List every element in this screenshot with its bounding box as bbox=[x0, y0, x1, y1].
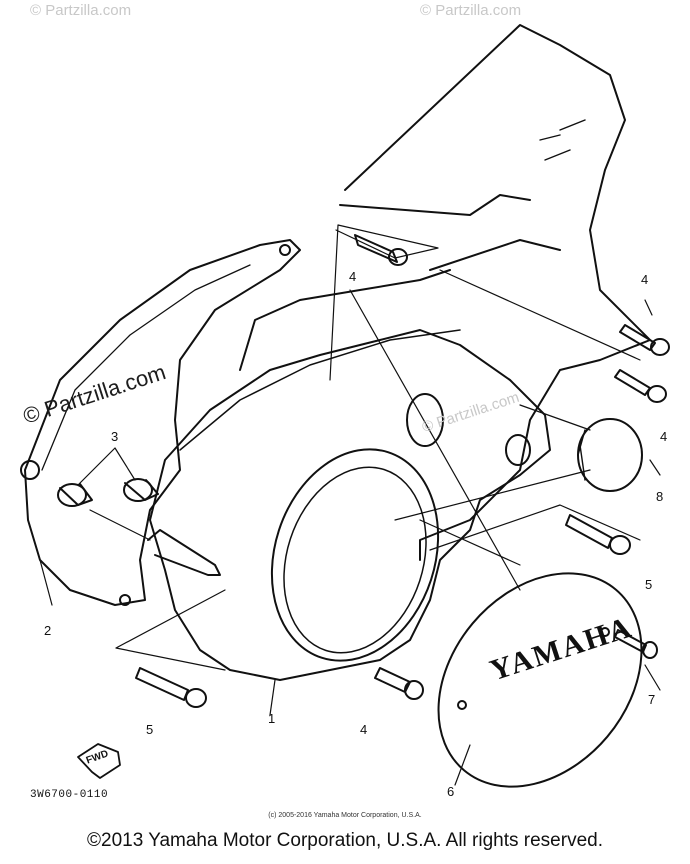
oil-window bbox=[406, 393, 444, 447]
cover-screw-hole-right bbox=[600, 627, 610, 637]
callout-4-bottom: 4 bbox=[360, 722, 368, 737]
bolt-5-right bbox=[565, 514, 631, 555]
engine-block-inner-line bbox=[429, 239, 561, 271]
cover-opening-outer bbox=[270, 448, 440, 662]
bolt-right-top bbox=[619, 324, 670, 356]
bolt-bottom bbox=[374, 667, 424, 700]
callout-5-left: 5 bbox=[146, 722, 154, 737]
damper-left-body bbox=[59, 483, 93, 506]
damper-left bbox=[57, 483, 87, 507]
damper-right-body bbox=[124, 479, 159, 501]
bolt-5-left bbox=[135, 667, 207, 708]
engine-block-fins bbox=[539, 119, 586, 161]
callout-4-right-mid: 4 bbox=[660, 429, 668, 444]
shift-shaft bbox=[147, 529, 221, 576]
callout-8: 8 bbox=[656, 489, 664, 504]
bolt-right-mid bbox=[614, 369, 667, 403]
leader-lines bbox=[39, 224, 661, 786]
damper-right bbox=[123, 478, 153, 502]
outer-cover bbox=[437, 572, 643, 788]
callout-4-top: 4 bbox=[349, 269, 357, 284]
callout-5-right: 5 bbox=[645, 577, 653, 592]
footer-copyright: ©2013 Yamaha Motor Corporation, U.S.A. A… bbox=[87, 830, 603, 851]
callout-2: 2 bbox=[44, 623, 52, 638]
callout-7: 7 bbox=[648, 692, 656, 707]
callout-1: 1 bbox=[268, 711, 276, 726]
part-code: 3W6700-0110 bbox=[30, 789, 109, 801]
diagram-copyright: (c) 2005-2016 Yamaha Motor Corporation, … bbox=[268, 812, 422, 819]
gasket-inner-edge bbox=[41, 264, 251, 471]
fwd-arrow-icon bbox=[77, 743, 121, 779]
callout-4-right-top: 4 bbox=[641, 272, 649, 287]
gasket-hole-bottom bbox=[119, 594, 131, 606]
engine-block-outline bbox=[344, 24, 651, 561]
watermark-top-right: © Partzilla.com bbox=[420, 2, 522, 19]
cover-opening-inner bbox=[283, 466, 427, 654]
callout-6: 6 bbox=[447, 784, 455, 799]
engine-block-top-edge bbox=[339, 194, 531, 216]
cover-screw-hole-left bbox=[457, 700, 467, 710]
crankcase-cover-side bbox=[239, 269, 451, 371]
gasket-outline bbox=[24, 239, 301, 606]
gasket-hole-top bbox=[279, 244, 291, 256]
plug-cap bbox=[577, 418, 643, 492]
bolt-top bbox=[354, 234, 408, 266]
watermark-top-left: © Partzilla.com bbox=[30, 2, 132, 19]
screw-7 bbox=[614, 629, 658, 659]
callout-3: 3 bbox=[111, 429, 119, 444]
cover-boss bbox=[505, 434, 531, 466]
crankcase-cover-outline bbox=[149, 329, 551, 681]
crankcase-cover-top-ridge bbox=[179, 329, 461, 451]
gasket-hole-left bbox=[20, 460, 40, 480]
